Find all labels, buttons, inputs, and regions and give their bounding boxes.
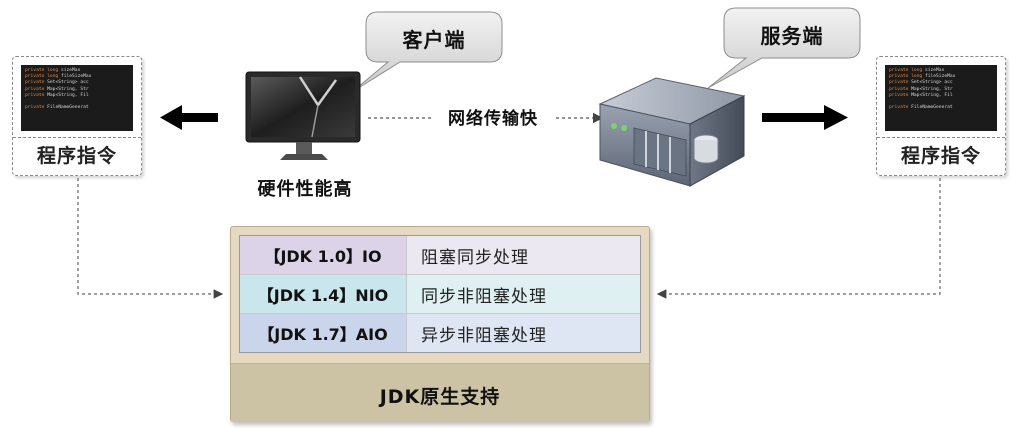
code-line: private Set<String> acc (889, 80, 953, 86)
right-program-label: 程序指令 (900, 145, 981, 167)
card-divider (13, 137, 141, 138)
code-line: private long sizeMax (889, 68, 945, 73)
server-icon (598, 77, 746, 263)
server-callout-label: 服务端 (760, 24, 824, 48)
left-connector (77, 178, 224, 299)
jdk-desc-cell: 异步非阻塞处理 (407, 314, 640, 352)
jdk-row-nio: 【JDK 1.4】NIO 同步非阻塞处理 (240, 275, 640, 314)
code-line: private Set<String> acc (25, 80, 89, 86)
code-line: private Map<String, Str (889, 86, 953, 92)
code-line: private long fileSizeMax (889, 74, 956, 80)
monitor-icon (245, 71, 361, 160)
code-line: private long sizeMax (25, 68, 81, 73)
code-line: private FileNameGenerat (889, 105, 953, 111)
jdk-row-aio: 【JDK 1.7】AIO 异步非阻塞处理 (240, 314, 640, 352)
card-divider (877, 137, 1005, 138)
jdk-desc-cell: 阻塞同步处理 (407, 236, 640, 274)
jdk-io-table: 【JDK 1.0】IO 阻塞同步处理 【JDK 1.4】NIO 同步非阻塞处理 … (239, 235, 641, 353)
jdk-desc-cell: 同步非阻塞处理 (407, 275, 640, 313)
jdk-row-io: 【JDK 1.0】IO 阻塞同步处理 (240, 236, 640, 275)
jdk-footer (231, 363, 649, 422)
jdk-support-panel: 【JDK 1.0】IO 阻塞同步处理 【JDK 1.4】NIO 同步非阻塞处理 … (230, 226, 650, 422)
jdk-footer-label: JDK原生支持 (379, 386, 501, 408)
server-callout-bubble (707, 7, 861, 89)
code-line: private Map<String, Fil (25, 92, 89, 98)
left-program-label: 程序指令 (36, 145, 117, 167)
code-line: private FileNameGenerat (25, 105, 89, 111)
jdk-version-cell: 【JDK 1.7】AIO (240, 314, 407, 352)
code-line: private Map<String, Str (25, 86, 89, 92)
right-connector (656, 178, 941, 299)
code-line: private Map<String, Fil (889, 92, 953, 98)
jdk-version-cell: 【JDK 1.4】NIO (240, 275, 407, 313)
arrow-left-icon (160, 105, 218, 130)
jdk-version-cell: 【JDK 1.0】IO (240, 236, 407, 274)
arrow-right-icon (762, 105, 848, 130)
network-label: 网络传输快 (432, 104, 554, 129)
client-callout-bubble (351, 11, 503, 93)
client-callout-label: 客户端 (402, 28, 466, 52)
client-caption: 硬件性能高 (257, 179, 353, 200)
code-line: private long fileSizeMax (25, 74, 92, 80)
